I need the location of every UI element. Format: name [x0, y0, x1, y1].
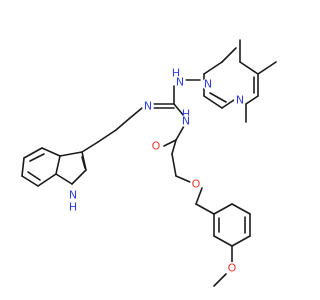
guanidine-core: [115, 79, 201, 177]
molecule-structure: N N H N N H N O O N H O: [21, 39, 277, 287]
bond: [59, 151, 83, 157]
atom-label-n: N: [182, 115, 190, 128]
molecule-canvas: N N H N N H N O O N H O: [21, 39, 277, 287]
bond: [29, 153, 45, 162]
bond: [221, 47, 237, 63]
bond: [21, 157, 25, 177]
bond: [175, 175, 191, 183]
bond: [203, 61, 223, 75]
bond: [239, 61, 259, 75]
atom-label-h: H: [172, 67, 180, 80]
bond: [23, 147, 43, 159]
bond: [195, 203, 215, 215]
bond: [163, 139, 177, 147]
bond: [21, 175, 39, 187]
atom-bg: [180, 115, 192, 127]
atom-bg: [226, 262, 238, 274]
atom-label-n: N: [204, 78, 212, 91]
bond: [41, 147, 61, 157]
bond: [97, 129, 117, 143]
bond: [231, 203, 251, 215]
bond: [171, 139, 177, 155]
atom-label-o: O: [152, 140, 161, 153]
bond: [195, 187, 203, 205]
methyl-bond: [257, 61, 277, 75]
atom-bg: [202, 78, 214, 90]
bond: [173, 103, 185, 117]
bond: [115, 117, 131, 131]
indole-ring: [21, 129, 117, 187]
atom-labels: N N H N N H N O O N H O: [67, 67, 246, 275]
atom-bg: [67, 189, 79, 201]
atom-label-n: N: [144, 100, 152, 113]
pyrimidine-ring: [203, 39, 277, 123]
atom-label-h: H: [69, 201, 77, 214]
atom-bg: [142, 100, 154, 112]
atom-label-n: N: [176, 76, 184, 89]
bond: [231, 235, 251, 247]
bond: [37, 173, 57, 187]
bond: [81, 141, 99, 153]
bond: [27, 171, 41, 181]
atom-bg: [174, 76, 186, 88]
atom-label-h: H: [182, 108, 190, 121]
bond: [203, 95, 223, 109]
bond: [55, 173, 73, 185]
methoxyphenyl-ring: [175, 175, 251, 287]
bond: [171, 153, 177, 177]
bond: [71, 169, 87, 185]
atom-label-n: N: [69, 189, 77, 202]
bond: [213, 235, 233, 247]
atom-bg: [234, 94, 246, 106]
bond: [55, 155, 61, 175]
atom-bg: [150, 140, 162, 152]
methoxy-bond: [213, 273, 227, 287]
bond: [129, 107, 143, 119]
bond: [175, 125, 185, 141]
atom-label-o: O: [228, 262, 237, 275]
bond: [245, 95, 259, 105]
atom-bg: [190, 178, 202, 190]
bond: [81, 156, 86, 169]
atom-label-o: O: [192, 178, 201, 191]
bond: [209, 92, 227, 103]
atom-label-n: N: [236, 94, 244, 107]
bond: [213, 203, 233, 215]
